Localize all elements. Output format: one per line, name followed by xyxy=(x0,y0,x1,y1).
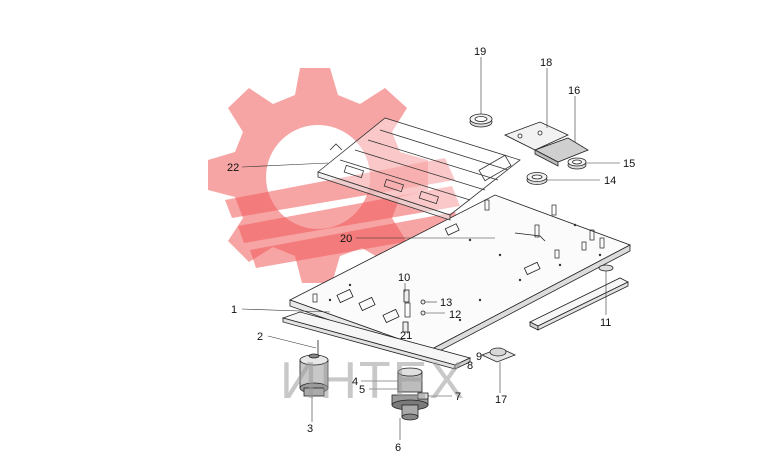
small-parts xyxy=(317,113,614,363)
callout-1: 1 xyxy=(231,304,237,316)
callout-10: 10 xyxy=(398,272,410,284)
watermark-stripe xyxy=(225,158,455,218)
callout-19: 19 xyxy=(474,46,486,58)
callout-6: 6 xyxy=(395,442,401,454)
top-plate-assembly xyxy=(317,117,521,221)
callouts: 22 19 18 16 15 14 20 10 13 12 21 1 2 3 4… xyxy=(227,46,635,454)
callout-21: 21 xyxy=(400,330,412,342)
callout-16: 16 xyxy=(568,85,580,97)
callout-15: 15 xyxy=(623,158,635,170)
callout-5: 5 xyxy=(359,384,365,396)
watermark-stripe xyxy=(250,212,462,268)
callout-9: 9 xyxy=(476,351,482,363)
motor-left-3 xyxy=(299,353,329,397)
callout-11: 11 xyxy=(600,317,611,329)
callout-12: 12 xyxy=(449,309,461,321)
watermark-text: ИНТЕХ xyxy=(280,352,466,410)
callout-4: 4 xyxy=(352,376,358,388)
watermark-logo xyxy=(208,68,462,283)
lower-frame xyxy=(281,277,629,370)
callout-17: 17 xyxy=(495,394,507,406)
callout-22: 22 xyxy=(227,162,239,174)
callout-2: 2 xyxy=(257,331,263,343)
leader-lines xyxy=(241,57,620,440)
callout-13: 13 xyxy=(440,297,452,309)
callout-18: 18 xyxy=(540,57,552,69)
callout-14: 14 xyxy=(604,175,616,187)
plate-part-18 xyxy=(503,121,569,151)
callout-8: 8 xyxy=(467,360,473,372)
callout-20: 20 xyxy=(340,233,352,245)
callout-7: 7 xyxy=(455,391,461,403)
callout-3: 3 xyxy=(307,423,313,435)
motor-center-6 xyxy=(391,367,429,421)
